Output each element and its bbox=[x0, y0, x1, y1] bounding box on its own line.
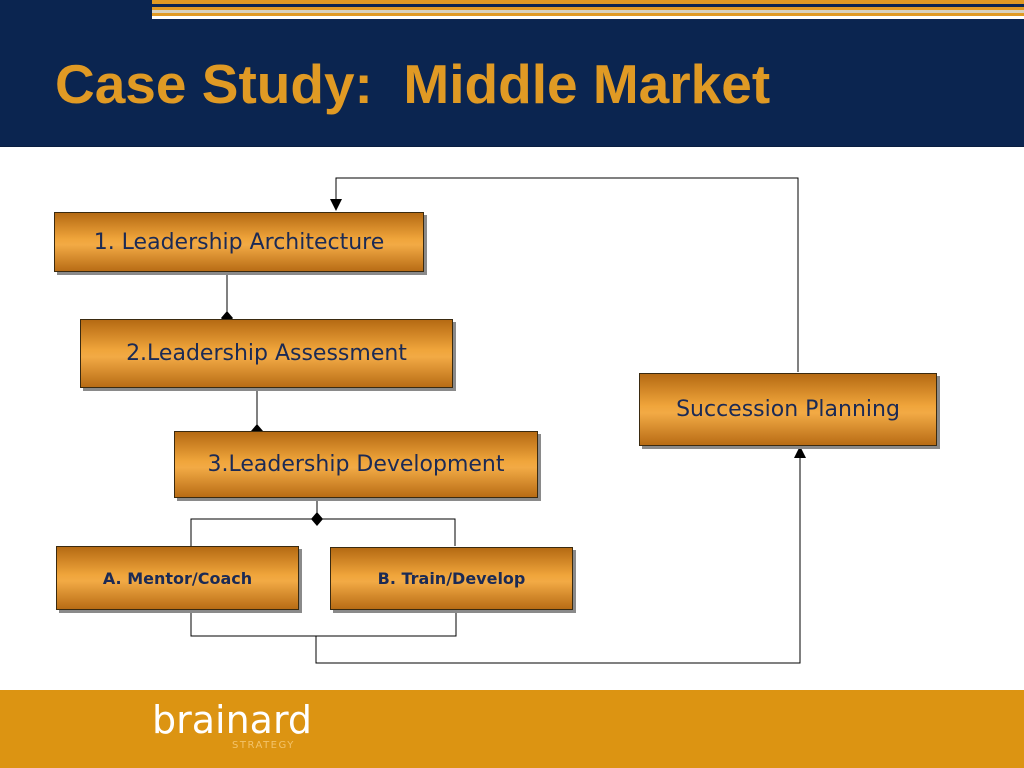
diamond-marker bbox=[311, 512, 323, 526]
branch-bracket-bottom bbox=[190, 610, 457, 637]
arrowhead-down bbox=[330, 199, 342, 211]
branch-bracket-top bbox=[190, 518, 456, 546]
arrowhead-up bbox=[794, 446, 806, 458]
node-leadership-assessment: 2.Leadership Assessment bbox=[80, 319, 453, 388]
node-succession-planning: Succession Planning bbox=[639, 373, 937, 446]
node-label: 2.Leadership Assessment bbox=[126, 341, 407, 366]
page-title: Case Study: Middle Market bbox=[55, 53, 771, 115]
node-label: A. Mentor/Coach bbox=[102, 568, 253, 588]
node-mentor-coach: A. Mentor/Coach bbox=[56, 546, 299, 610]
node-label: B. Train/Develop bbox=[377, 569, 526, 588]
node-label: 1. Leadership Architecture bbox=[93, 229, 385, 255]
footer-bar bbox=[0, 690, 1024, 768]
node-leadership-architecture: 1. Leadership Architecture bbox=[54, 212, 424, 272]
brand-logo-subtitle: STRATEGY bbox=[232, 740, 295, 751]
node-label: 3.Leadership Development bbox=[207, 452, 505, 477]
brand-logo: brainard bbox=[152, 698, 313, 742]
connector-to-succession bbox=[315, 456, 801, 664]
connector-loop-back bbox=[335, 177, 799, 372]
header-banner: Case Study: Middle Market bbox=[0, 0, 1024, 147]
node-train-develop: B. Train/Develop bbox=[330, 547, 573, 610]
node-leadership-development: 3.Leadership Development bbox=[174, 431, 538, 498]
header-stripes bbox=[152, 0, 1024, 20]
node-label: Succession Planning bbox=[676, 397, 900, 422]
